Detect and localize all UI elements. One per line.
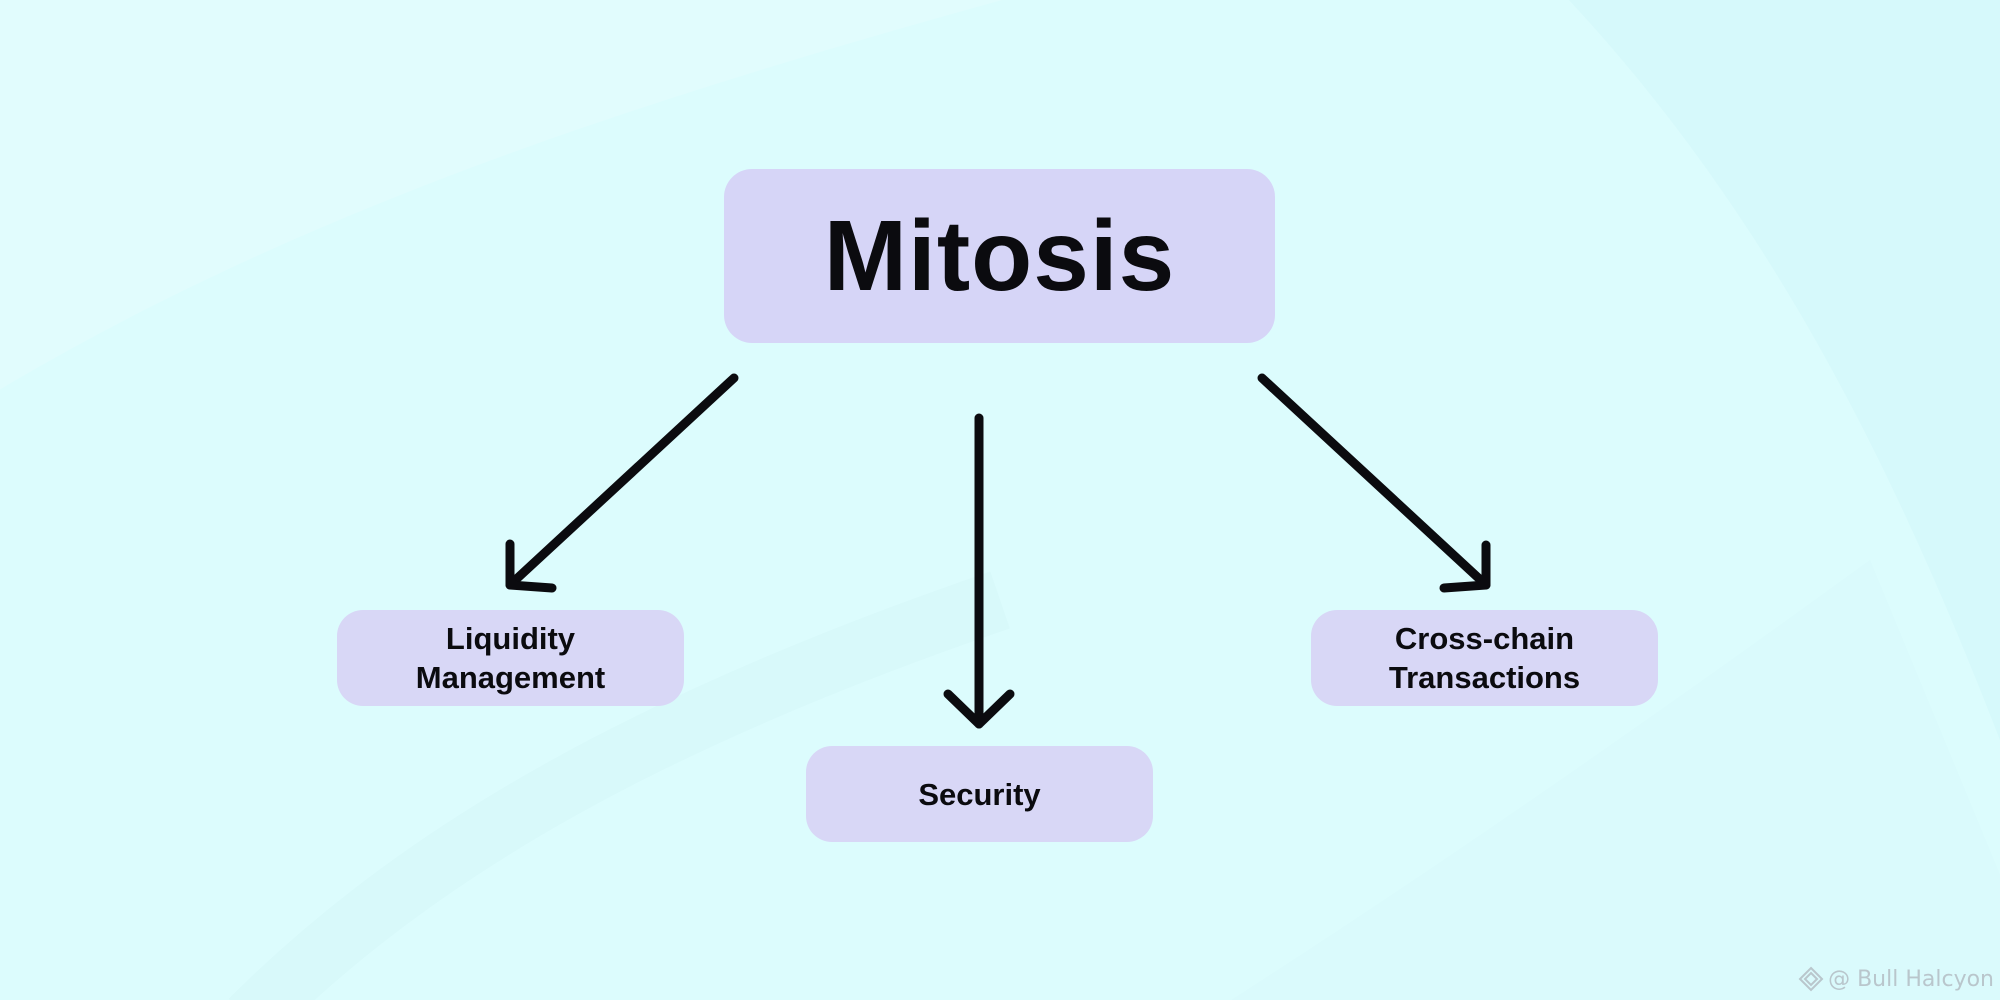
liquidity-label-line2: Management — [415, 660, 606, 695]
root-node-mitosis: Mitosis — [724, 169, 1275, 343]
child-node-cross-chain-transactions: Cross-chain Transactions — [1311, 610, 1658, 706]
child-node-liquidity-management: Liquidity Management — [337, 610, 684, 706]
liquidity-label-line1: Liquidity — [445, 621, 576, 656]
watermark-logo-icon — [1798, 966, 1824, 992]
watermark: @ Bull Halcyon — [1798, 966, 1994, 992]
root-node-label: Mitosis — [823, 199, 1176, 312]
security-label: Security — [918, 776, 1041, 812]
crosschain-label-line2: Transactions — [1388, 660, 1581, 695]
crosschain-label-line1: Cross-chain — [1394, 621, 1575, 656]
child-node-security: Security — [806, 746, 1153, 842]
watermark-text: @ Bull Halcyon — [1828, 966, 1994, 992]
